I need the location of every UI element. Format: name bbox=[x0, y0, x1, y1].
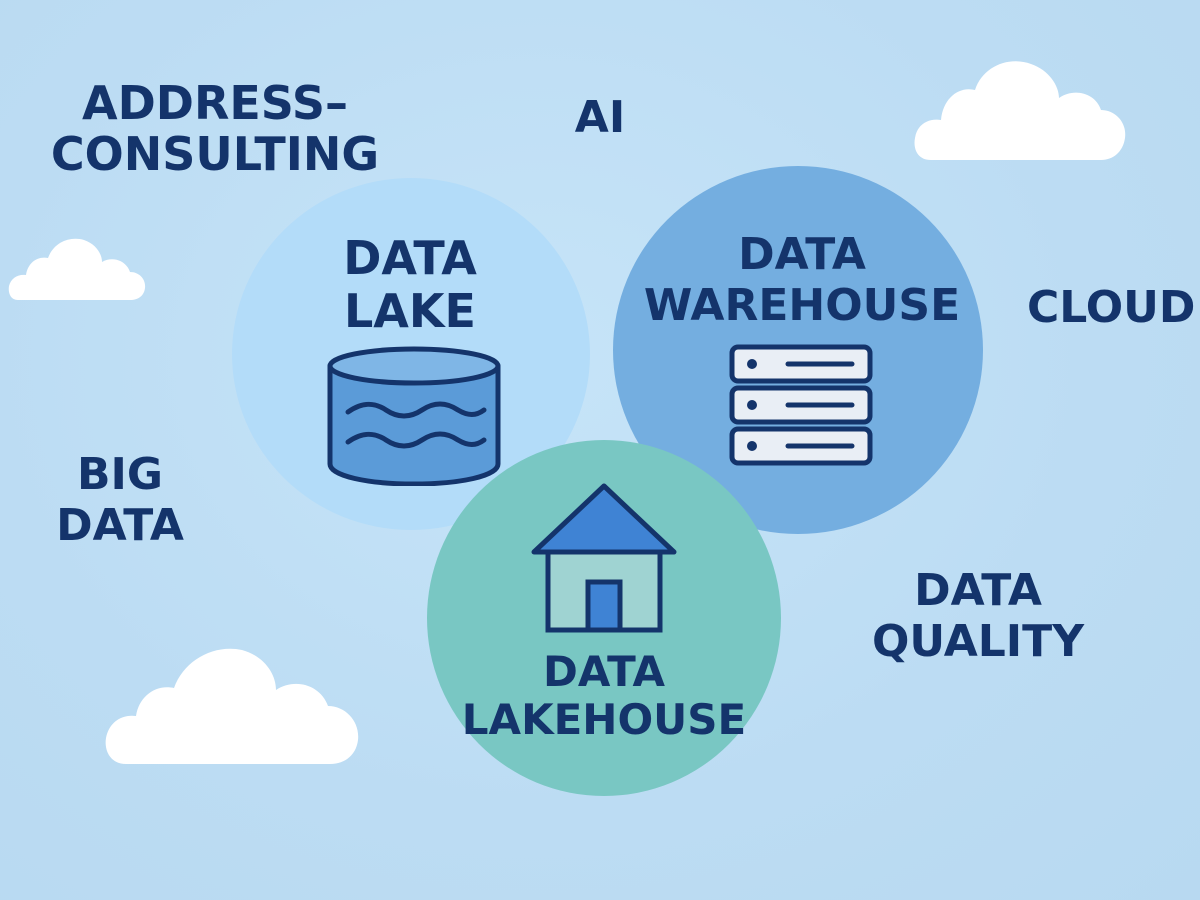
server-rack-icon bbox=[729, 344, 873, 466]
data-warehouse-label: DATA WAREHOUSE bbox=[643, 229, 961, 331]
ai-keyword: AI bbox=[574, 92, 626, 143]
house-icon bbox=[531, 483, 677, 633]
address-consulting-keyword: ADDRESS– CONSULTING bbox=[50, 76, 380, 181]
cloud-keyword: CLOUD bbox=[1027, 282, 1196, 333]
cloud-icon bbox=[914, 61, 1126, 160]
big-data-keyword: BIG DATA bbox=[56, 449, 184, 551]
data-quality-keyword: DATA QUALITY bbox=[871, 565, 1085, 667]
cloud-icon bbox=[8, 238, 146, 300]
database-cylinder-icon bbox=[327, 346, 501, 486]
cloud-icon bbox=[105, 648, 359, 764]
data-lakehouse-label: DATA LAKEHOUSE bbox=[461, 647, 747, 745]
data-lake-label: DATA LAKE bbox=[343, 231, 477, 338]
